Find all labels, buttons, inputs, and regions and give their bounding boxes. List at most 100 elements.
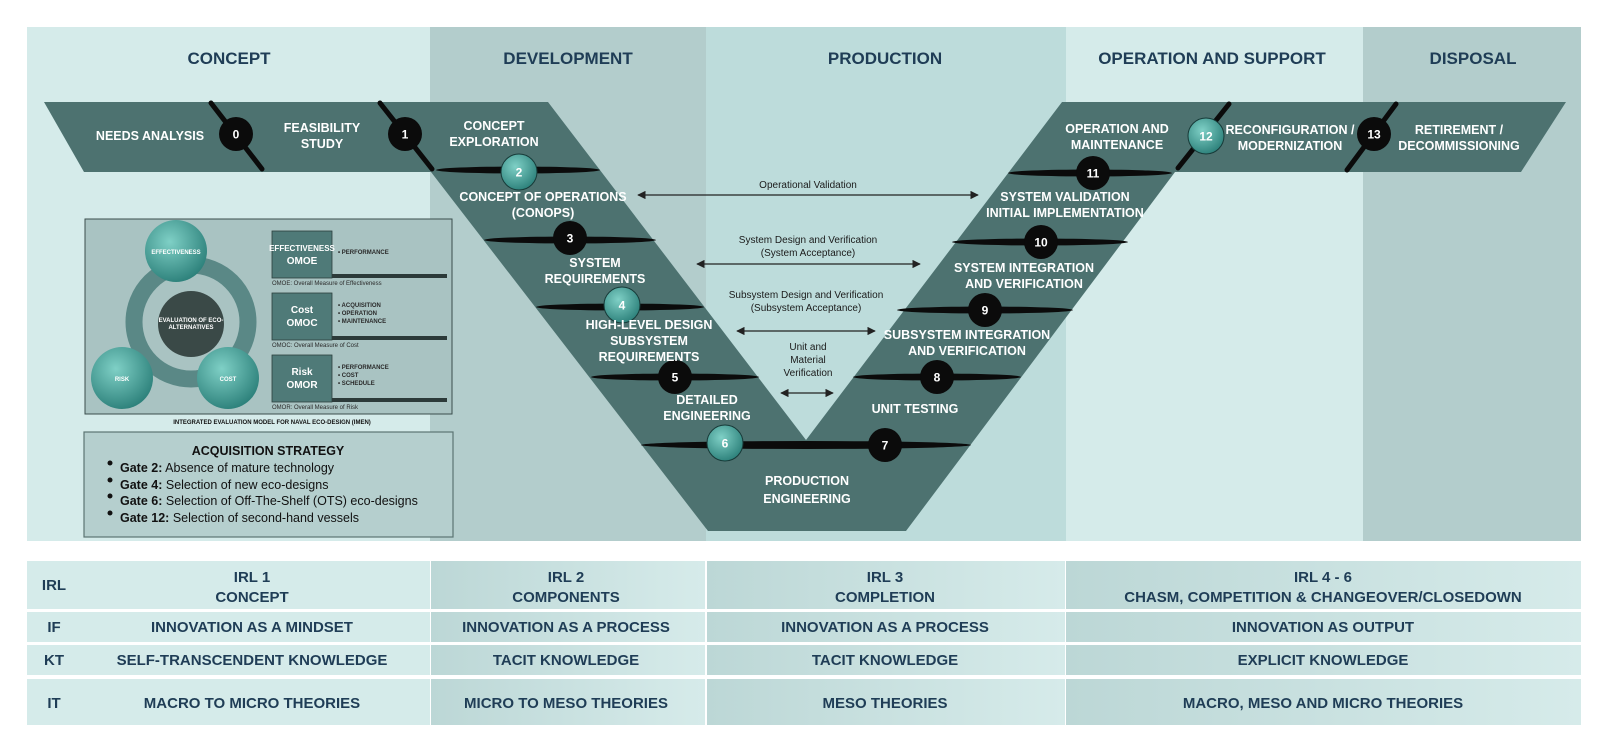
omor-box-code: OMOR [286, 380, 318, 391]
acquisition-gate-4-label: Gate 4: [120, 478, 162, 492]
stage-needs-analysis: NEEDS ANALYSIS [96, 129, 204, 143]
stage-retirement-2: DECOMMISSIONING [1398, 139, 1520, 153]
omoe-bar [332, 274, 447, 278]
omor-box-title: Risk [291, 367, 313, 378]
stage-sysint-2: AND VERIFICATION [965, 277, 1083, 291]
stage-sysval-1: SYSTEM VALIDATION [1000, 190, 1129, 204]
stage-concept-1: CONCEPT [463, 119, 524, 133]
stage-detailed-2: ENGINEERING [663, 409, 751, 423]
table-row-kt-cell-3 [707, 645, 1065, 675]
stage-sysreq-1: SYSTEM [569, 256, 620, 270]
gate-label-12: 12 [1199, 130, 1213, 144]
gate-marker-9 [968, 293, 1002, 327]
table-row-irl-label: IRL [42, 577, 66, 594]
irl-4-6-sub: CHASM, COMPETITION & CHANGEOVER/CLOSEDOW… [1124, 589, 1522, 606]
verification-arrow-labels: Operational Validation System Design and… [729, 180, 884, 379]
table-row-irl-label-cell [27, 561, 430, 609]
omor-bar [332, 398, 447, 402]
gate-marker-1 [388, 117, 422, 151]
acquisition-gate-4-text: Selection of new eco-designs [162, 478, 328, 492]
if-cell-2: INNOVATION AS A PROCESS [462, 619, 670, 636]
stage-sysreq-2: REQUIREMENTS [545, 272, 646, 286]
stage-operation-2: MAINTENANCE [1071, 138, 1163, 152]
irl-2-title: IRL 2 [548, 569, 584, 586]
cost-node [197, 347, 259, 409]
stage-conops-1: CONCEPT OF OPERATIONS [459, 190, 626, 204]
gate-marker-11 [1076, 156, 1110, 190]
gate-label-9: 9 [982, 304, 989, 318]
it-cell-4: MACRO, MESO AND MICRO THEORIES [1183, 695, 1463, 712]
gate-label-5: 5 [672, 371, 679, 385]
table-row-irl-cell-3 [707, 561, 1065, 609]
irl-3-sub: COMPLETION [835, 589, 935, 606]
evaluation-center-1: EVALUATION OF ECO- [159, 318, 224, 324]
evaluation-model-caption: INTEGRATED EVALUATION MODEL FOR NAVAL EC… [173, 420, 371, 426]
stage-labels: NEEDS ANALYSIS FEASIBILITY STUDY CONCEPT… [96, 119, 1520, 506]
phase-headers: CONCEPT DEVELOPMENT PRODUCTION OPERATION… [187, 49, 1516, 68]
omor-item-1: • PERFORMANCE [338, 365, 389, 371]
table-row-it-cell-3 [707, 679, 1065, 725]
stage-sysval-2: INITIAL IMPLEMENTATION [986, 206, 1144, 220]
gate-label-1: 1 [402, 128, 409, 142]
evaluation-center-2: ALTERNATIVES [168, 325, 213, 331]
omoc-caption: OMOC: Overall Measure of Cost [272, 343, 359, 349]
omoe-box [271, 230, 333, 279]
gate-marker-13 [1357, 117, 1391, 151]
stage-hld-2: SUBSYSTEM [610, 334, 688, 348]
irl-1-sub: CONCEPT [215, 589, 288, 606]
gate-label-0: 0 [233, 128, 240, 142]
table-row-it-label: IT [47, 695, 60, 712]
label-operational-validation: Operational Validation [759, 180, 857, 191]
acquisition-gate-2-label: Gate 2: [120, 461, 162, 475]
table-row-kt-cell-4 [1066, 645, 1581, 675]
acquisition-gate-2-text: Absence of mature technology [162, 461, 334, 475]
table-row-if-cell-2 [431, 612, 705, 642]
stage-production-1: PRODUCTION [765, 474, 849, 488]
omoe-box-title: EFFECTIVENESS [269, 244, 335, 253]
kt-cell-2: TACIT KNOWLEDGE [493, 652, 639, 669]
it-cell-2: MICRO TO MESO THEORIES [464, 695, 668, 712]
gate-label-11: 11 [1087, 167, 1100, 181]
omoe-box-code: OMOE [287, 256, 318, 267]
label-system-design-1: System Design and Verification [739, 235, 877, 246]
gate-label-7: 7 [882, 439, 889, 453]
omoc-box-code: OMOC [286, 318, 317, 329]
label-subsystem-design-2: (Subsystem Acceptance) [751, 303, 862, 314]
risk-node-label: RISK [115, 377, 130, 383]
acquisition-item-gate-2: Gate 2: Absence of mature technology [107, 460, 335, 475]
phase-header-operation: OPERATION AND SUPPORT [1098, 49, 1326, 68]
if-cell-4: INNOVATION AS OUTPUT [1232, 619, 1414, 636]
stage-sysint-1: SYSTEM INTEGRATION [954, 261, 1094, 275]
gate-marker-0 [219, 117, 253, 151]
acquisition-item-gate-4: Gate 4: Selection of new eco-designs [107, 477, 328, 492]
irl-4-6-title: IRL 4 - 6 [1294, 569, 1352, 586]
table-row-irl-cell-2 [431, 561, 705, 609]
omoc-item-2: • OPERATION [338, 311, 377, 317]
omor-caption: OMOR: Overall Measure of Risk [272, 405, 359, 411]
irl-2-sub: COMPONENTS [512, 589, 620, 606]
cost-node-label: COST [220, 377, 237, 383]
gate-markers: 0 1 2 3 4 5 6 7 8 9 10 11 12 13 [219, 117, 1391, 462]
stage-concept-2: EXPLORATION [449, 135, 538, 149]
effectiveness-node-label: EFFECTIVENESS [151, 250, 200, 256]
stage-reconfig-1: RECONFIGURATION / [1226, 123, 1355, 137]
stage-feasibility-2: STUDY [301, 137, 344, 151]
stage-detailed-1: DETAILED [676, 393, 738, 407]
table-row-if-cell-3 [707, 612, 1065, 642]
omoc-item-3: • MAINTENANCE [338, 319, 386, 325]
kt-cell-4: EXPLICIT KNOWLEDGE [1238, 652, 1409, 669]
if-cell-1: INNOVATION AS A MINDSET [151, 619, 353, 636]
stage-operation-1: OPERATION AND [1065, 122, 1168, 136]
table-row-it-cell-2 [431, 679, 705, 725]
stage-conops-2: (CONOPS) [512, 206, 575, 220]
gate-marker-5 [658, 360, 692, 394]
omoe-item: • PERFORMANCE [338, 250, 389, 256]
gate-marker-12 [1187, 117, 1225, 155]
gate-marker-7 [868, 428, 902, 462]
readiness-table: IRL IF KT IT IRL 1 CONCEPT IRL 2 COMPONE… [27, 561, 1581, 725]
acquisition-strategy-frame [83, 431, 454, 538]
gate-label-8: 8 [934, 371, 941, 385]
omor-item-3: • SCHEDULE [338, 381, 375, 387]
svg-text:Gate 6: Selection of Off-The-S: Gate 6: Selection of Off-The-Shelf (OTS)… [120, 494, 418, 508]
gate-marker-6 [706, 424, 744, 462]
